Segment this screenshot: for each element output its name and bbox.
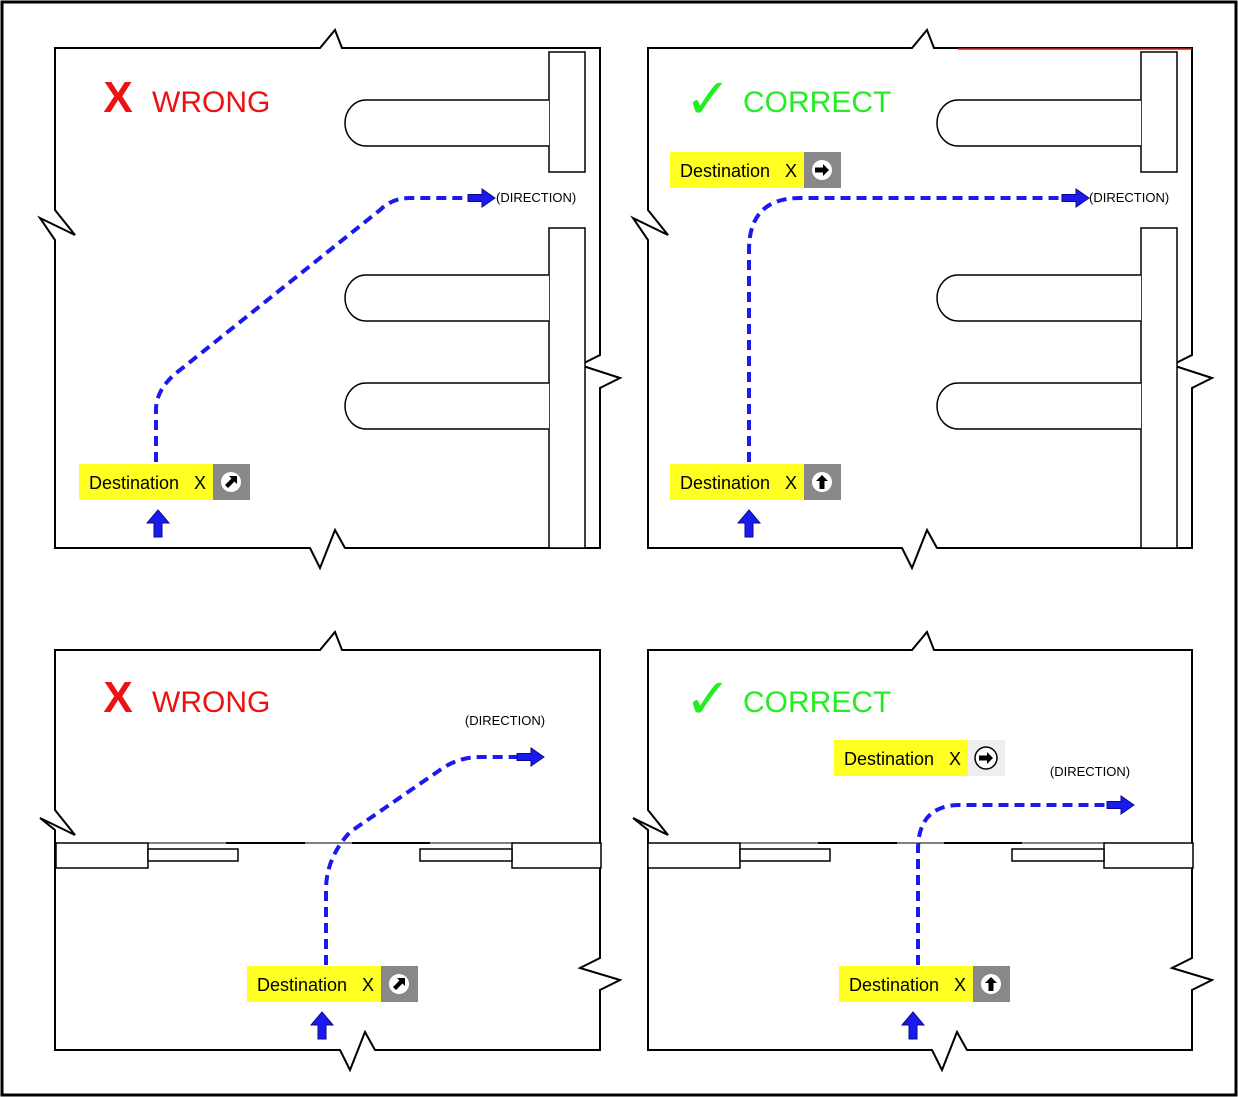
sliding-door (147, 848, 239, 862)
door-frame (647, 842, 741, 869)
door-frame (1103, 842, 1194, 869)
sign-x-label: X (949, 749, 961, 769)
arrow-right-icon (974, 746, 998, 770)
wall-unit (548, 227, 586, 549)
fixture (344, 382, 549, 430)
direction-label: (DIRECTION) (465, 713, 545, 728)
sign-x-label: X (954, 975, 966, 995)
fixture (936, 99, 1141, 147)
direction-label: (DIRECTION) (1050, 764, 1130, 779)
panel-bottom-right: ✓ CORRECT (DIRECTION) Destination X Dest… (632, 630, 1215, 1073)
destination-sign (834, 740, 968, 776)
verdict-label: WRONG (152, 86, 270, 119)
sign-text: Destination (680, 161, 770, 181)
arrow-up-icon (981, 974, 1001, 994)
arrow-up-icon (812, 472, 832, 492)
destination-sign (670, 152, 804, 188)
verdict-label: WRONG (152, 686, 270, 719)
wall-unit (1140, 51, 1178, 173)
fixture (344, 274, 549, 322)
sign-text: Destination (89, 473, 179, 493)
panel-top-left: X WRONG (DIRECTION) Destination X (37, 28, 623, 571)
arrow-up-right-icon (389, 974, 409, 994)
fixture (936, 382, 1141, 430)
fixture (936, 274, 1141, 322)
verdict-label: CORRECT (743, 686, 891, 719)
walking-path (916, 803, 1110, 965)
verdict-label: CORRECT (743, 86, 891, 119)
sign-x-label: X (194, 473, 206, 493)
arrow-right-icon (812, 160, 832, 180)
verdict-mark: X (103, 73, 132, 122)
sliding-door (1011, 848, 1105, 862)
walking-path (324, 755, 520, 965)
floor-outline (39, 630, 623, 1073)
sliding-door (739, 848, 831, 862)
walking-path (747, 196, 1065, 462)
verdict-mark: ✓ (685, 67, 732, 130)
door-frame (511, 842, 602, 869)
sign-x-label: X (785, 473, 797, 493)
door-frame (55, 842, 149, 869)
sign-text: Destination (257, 975, 347, 995)
verdict-mark: X (103, 673, 132, 722)
sign-text: Destination (849, 975, 939, 995)
destination-sign (247, 966, 381, 1002)
wall-unit (1140, 227, 1178, 549)
direction-label: (DIRECTION) (496, 190, 576, 205)
wall-unit (548, 51, 586, 173)
panel-bottom-left: X WRONG (DIRECTION) Destination X (39, 630, 623, 1073)
fixture (344, 99, 549, 147)
arrow-up-right-icon (221, 472, 241, 492)
floor-outline (37, 28, 623, 571)
sign-text: Destination (680, 473, 770, 493)
panel-top-right: ✓ CORRECT (DIRECTION) Destination X Dest… (630, 28, 1215, 571)
destination-sign (79, 464, 213, 500)
verdict-mark: ✓ (685, 667, 732, 730)
destination-sign (670, 464, 804, 500)
direction-label: (DIRECTION) (1089, 190, 1169, 205)
sliding-door (419, 848, 513, 862)
sign-x-label: X (785, 161, 797, 181)
sign-x-label: X (362, 975, 374, 995)
destination-sign (839, 966, 973, 1002)
walking-path (154, 196, 470, 462)
sign-text: Destination (844, 749, 934, 769)
floor-outline (632, 630, 1215, 1073)
